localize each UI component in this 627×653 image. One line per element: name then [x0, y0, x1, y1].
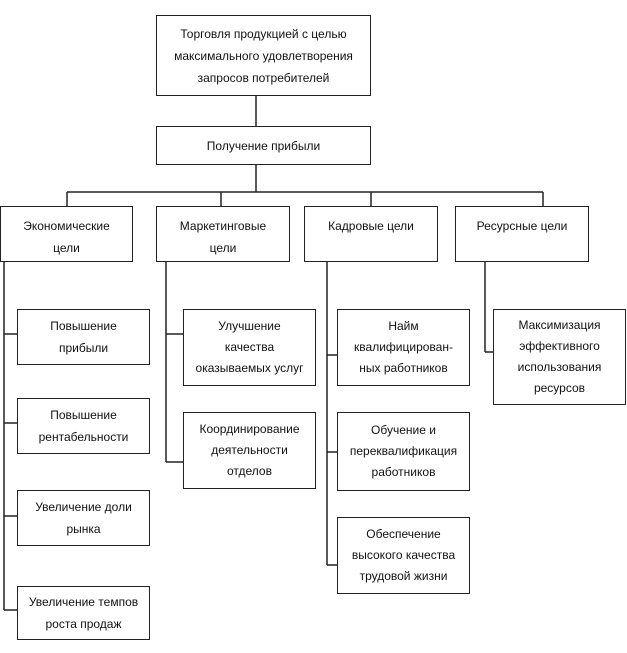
root-goal-box: Торговля продукцией с целью максимальног…: [156, 15, 371, 96]
economic-item-market-share: Увеличение доли рынка: [17, 490, 150, 546]
profit-goal-box: Получение прибыли: [156, 126, 371, 165]
economic-item-profitability: Повышение рентабельности: [17, 398, 150, 454]
marketing-goals-box: Маркетинговые цели: [156, 206, 290, 262]
economic-item-sales-growth: Увеличение темпов роста продаж: [17, 586, 150, 640]
personnel-item-work-quality: Обеспечение высокого качества трудовой ж…: [337, 517, 470, 594]
marketing-item-service-quality: Улучшение качества оказываемых услуг: [183, 309, 316, 386]
resource-item-efficient-use: Максимизация эффективного использования …: [493, 309, 626, 405]
personnel-goals-box: Кадровые цели: [304, 206, 438, 262]
marketing-item-department-coordination: Координирование деятельности отделов: [183, 412, 316, 489]
economic-goals-box: Экономические цели: [0, 206, 133, 262]
resource-goals-box: Ресурсные цели: [455, 206, 589, 262]
economic-item-profit: Повышение прибыли: [17, 309, 150, 365]
personnel-item-hiring: Найм квалифицирован- ных работников: [337, 309, 470, 386]
personnel-item-training: Обучение и переквалификация работников: [337, 412, 470, 491]
